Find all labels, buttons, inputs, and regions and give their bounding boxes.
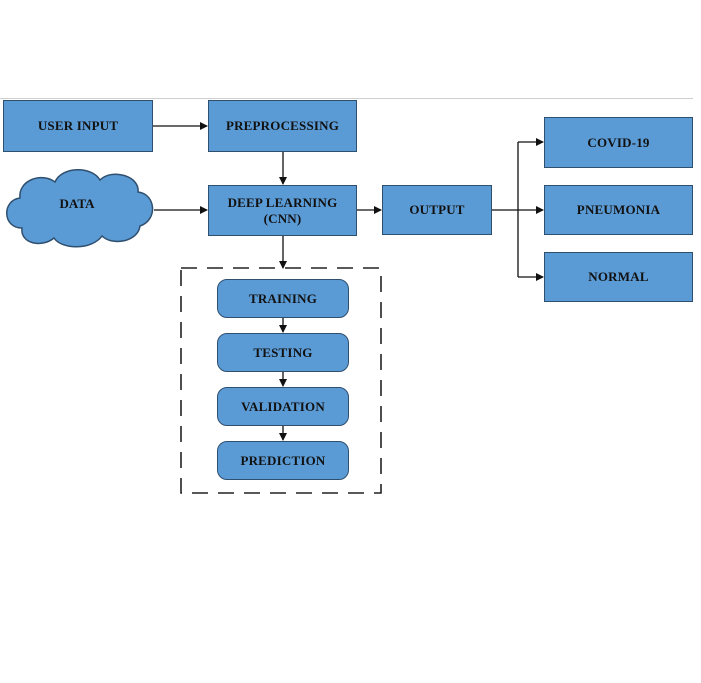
data-cloud-shape: [6, 169, 154, 248]
pneumonia-node: PNEUMONIA: [544, 185, 693, 235]
data-node-label: DATA: [59, 196, 95, 211]
deep-learning-label: DEEP LEARNING: [227, 194, 338, 210]
normal-node: NORMAL: [544, 252, 693, 302]
process-group-border: [180, 267, 382, 494]
cnn-label: (CNN): [263, 210, 302, 226]
validation-node: VALIDATION: [217, 387, 349, 426]
training-node: TRAINING: [217, 279, 349, 318]
testing-node: TESTING: [217, 333, 349, 372]
user-input-node: USER INPUT: [3, 100, 153, 152]
deep-learning-node: DEEP LEARNING (CNN): [208, 185, 357, 236]
covid-node: COVID-19: [544, 117, 693, 168]
output-node: OUTPUT: [382, 185, 492, 235]
prediction-node: PREDICTION: [217, 441, 349, 480]
top-divider: [0, 98, 693, 99]
preprocessing-node: PREPROCESSING: [208, 100, 357, 152]
